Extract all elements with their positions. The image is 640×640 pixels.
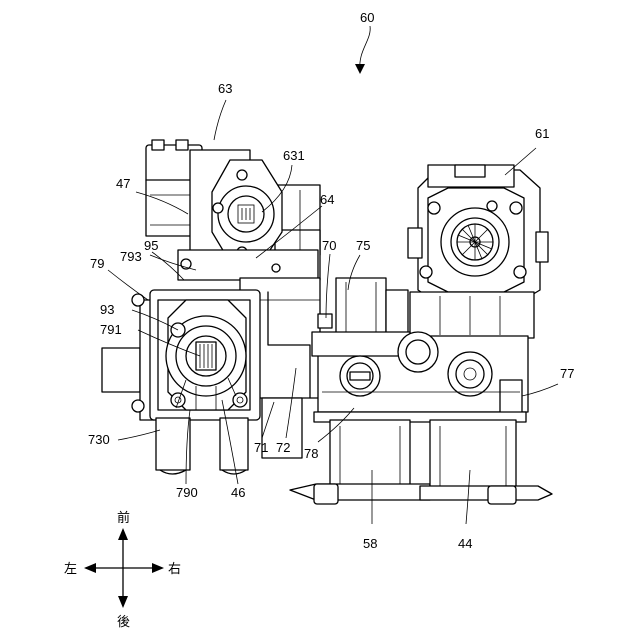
label-46: 46 xyxy=(231,485,245,500)
label-631: 631 xyxy=(283,148,305,163)
label-60: 60 xyxy=(360,10,374,25)
arrow-left-icon xyxy=(84,563,96,573)
coil-58 xyxy=(290,420,430,504)
right-valve-61 xyxy=(408,165,548,338)
direction-right: 右 xyxy=(168,562,181,577)
direction-back: 後 xyxy=(117,615,130,630)
label-790: 790 xyxy=(176,485,198,500)
label-78: 78 xyxy=(304,446,318,461)
label-47: 47 xyxy=(116,176,130,191)
label-791: 791 xyxy=(100,322,122,337)
label-95: 95 xyxy=(144,238,158,253)
manifold-77 xyxy=(312,332,528,422)
label-63: 63 xyxy=(218,81,232,96)
label-64: 64 xyxy=(320,192,334,207)
label-793: 793 xyxy=(120,249,142,264)
direction-left: 左 xyxy=(64,562,77,577)
label-71: 71 xyxy=(254,440,268,455)
label-61: 61 xyxy=(535,126,549,141)
label-79: 79 xyxy=(90,256,104,271)
arrow-up-icon xyxy=(118,528,128,540)
label-77: 77 xyxy=(560,366,574,381)
arrow-down-icon xyxy=(118,596,128,608)
label-44: 44 xyxy=(458,536,472,551)
direction-compass: 前 後 左 右 xyxy=(64,510,181,630)
coil-44 xyxy=(420,420,552,504)
assembly-pointer-60 xyxy=(355,26,370,74)
direction-front: 前 xyxy=(117,510,130,526)
label-93: 93 xyxy=(100,302,114,317)
label-730: 730 xyxy=(88,432,110,447)
label-72: 72 xyxy=(276,440,290,455)
label-70: 70 xyxy=(322,238,336,253)
label-58: 58 xyxy=(363,536,377,551)
label-75: 75 xyxy=(356,238,370,253)
arrow-right-icon xyxy=(152,563,164,573)
